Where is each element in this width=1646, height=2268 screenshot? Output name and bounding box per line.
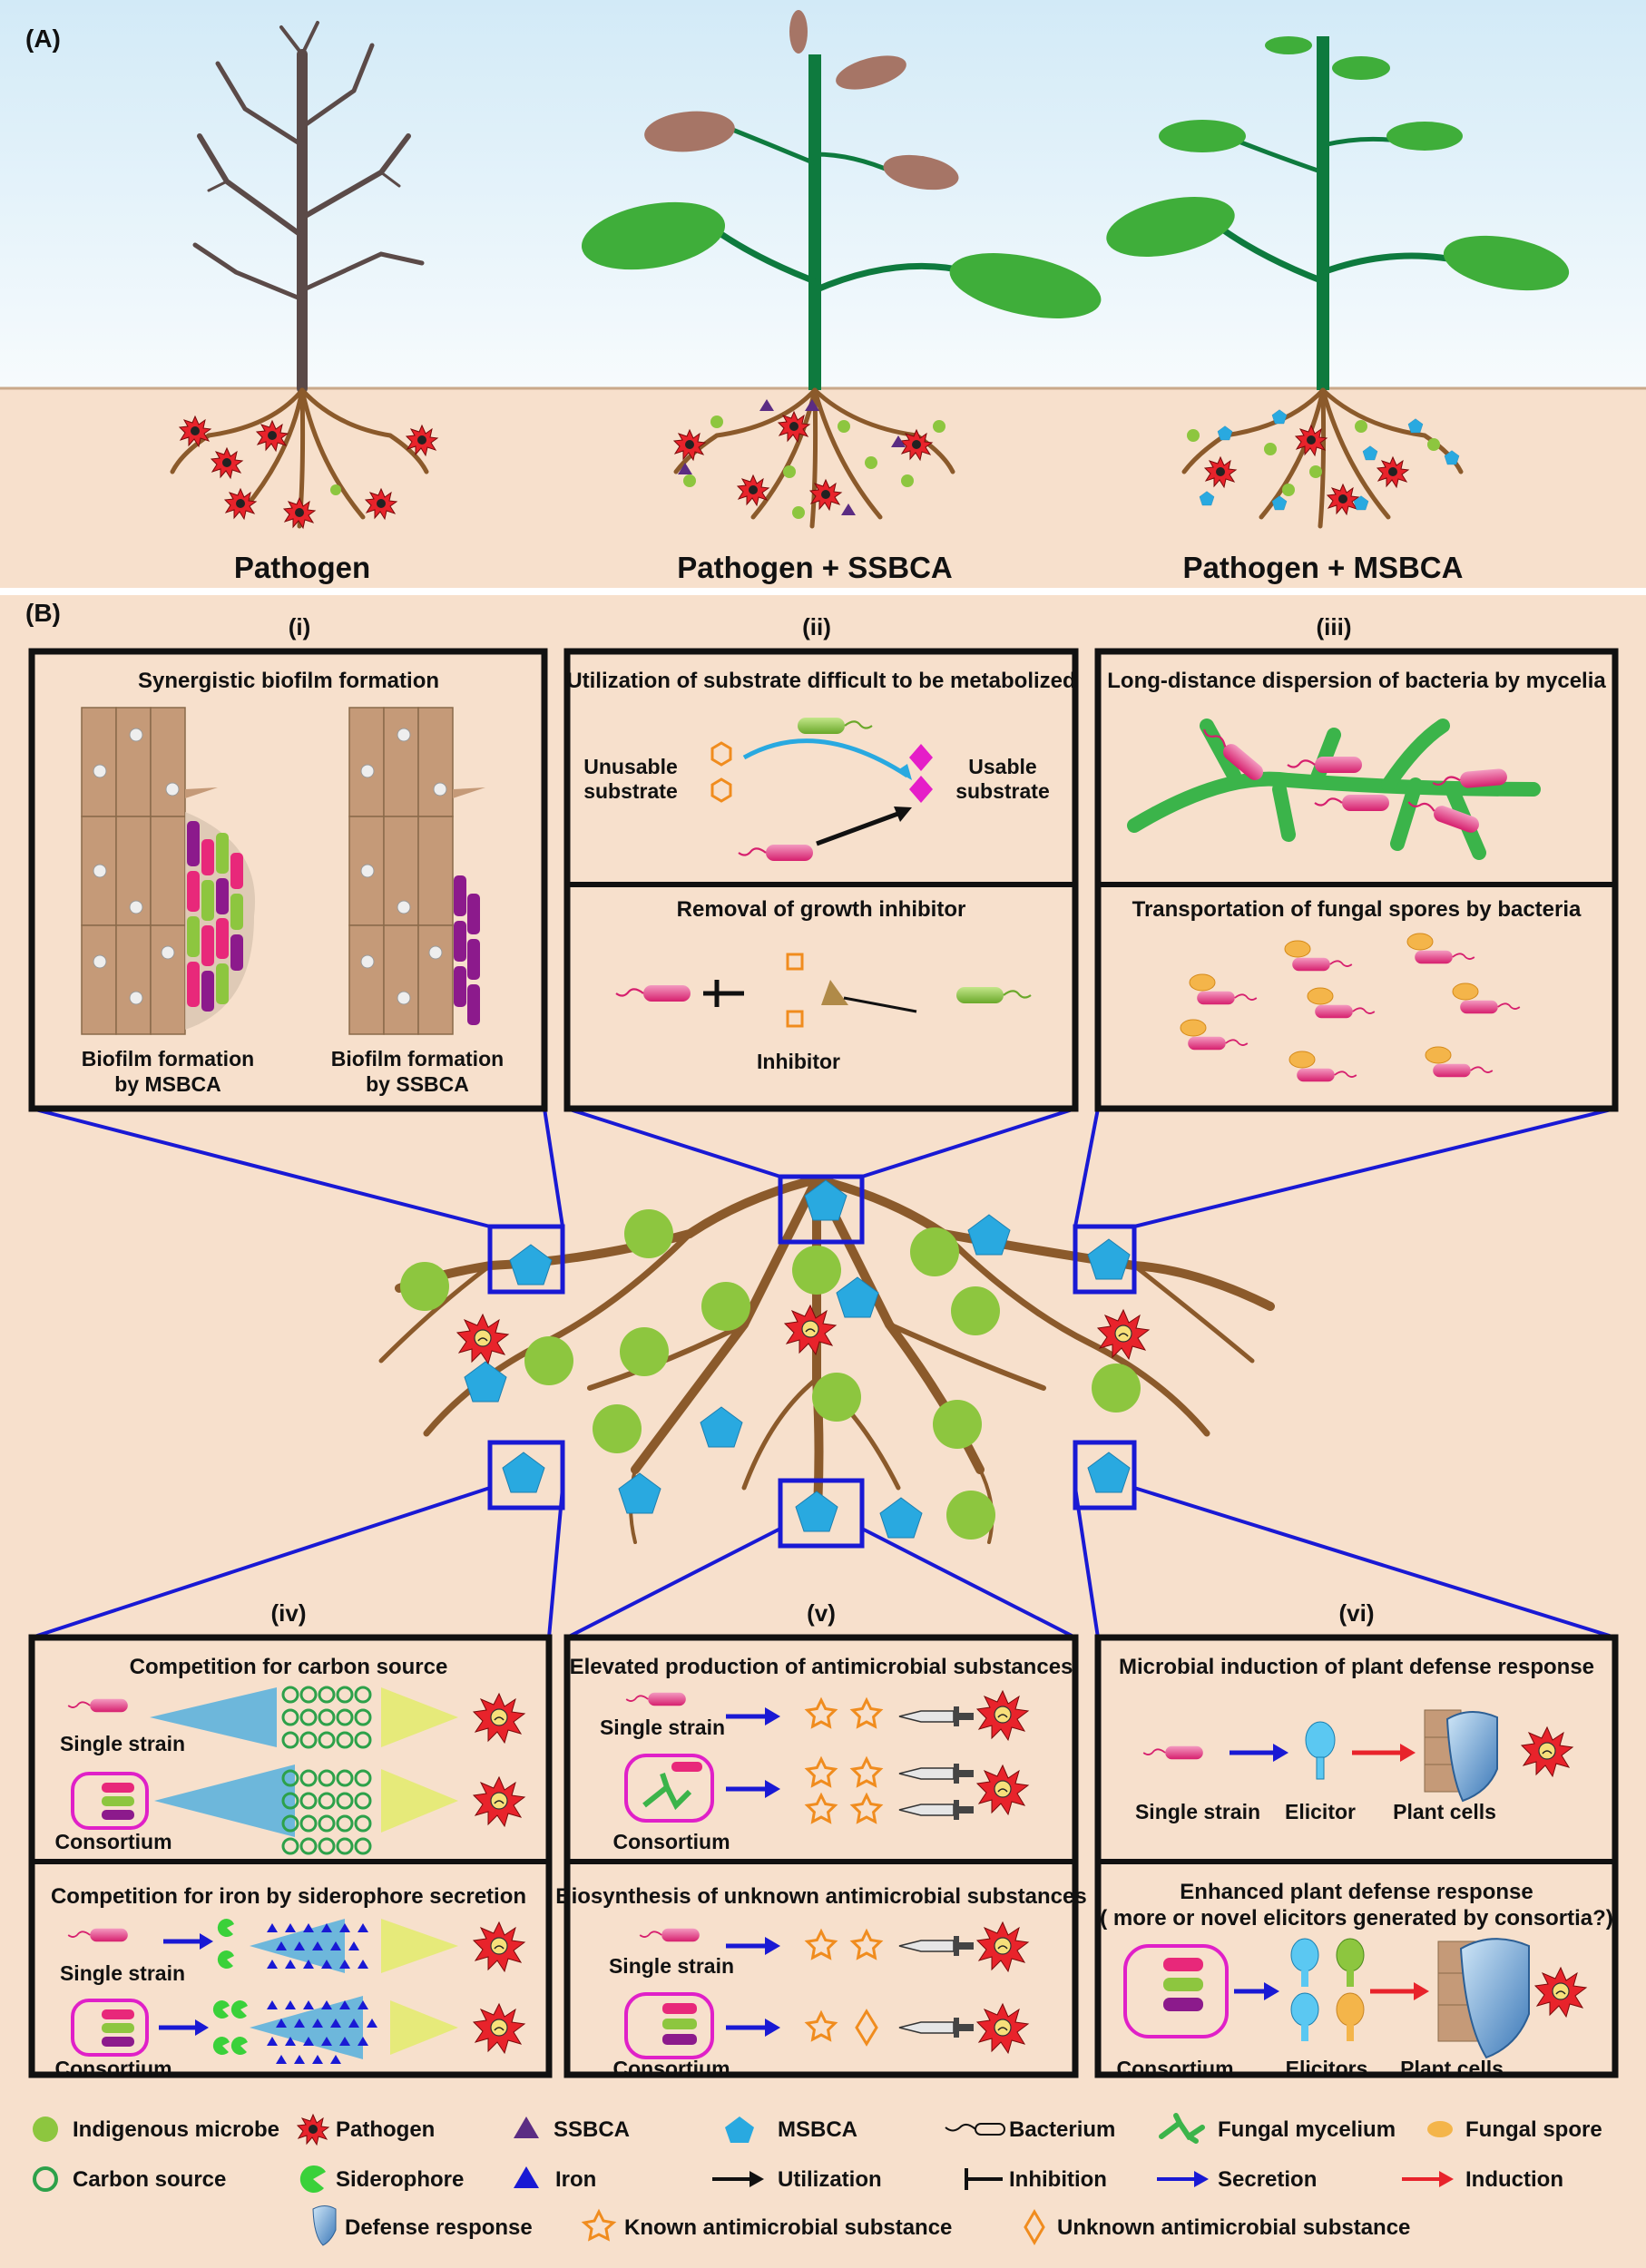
subpanel-iv: Competition for carbon source Single str…: [28, 1634, 553, 2080]
microbes-a: [179, 399, 1460, 529]
label-consortium-induction: Consortium: [1116, 2057, 1233, 2080]
msbca-icon: [725, 2116, 754, 2143]
label-elicitors: Elicitors: [1286, 2057, 1368, 2080]
legend-label: Fungal mycelium: [1218, 2117, 1396, 2142]
indigenous-microbe-icon: [33, 2116, 58, 2142]
panel-b-label: (B): [25, 599, 61, 627]
connector-lines: [31, 1107, 1616, 1639]
label-unusable-1: Unusable: [583, 755, 678, 778]
label-elicitor: Elicitor: [1285, 1800, 1356, 1823]
subpanel-ii: Utilization of substrate difficult to be…: [563, 648, 1079, 1112]
title-carbon: Competition for carbon source: [130, 1655, 448, 1679]
caption-msbca-biofilm-2: by MSBCA: [114, 1072, 221, 1096]
title-spore-transport: Transportation of fungal spores by bacte…: [1132, 897, 1582, 922]
ssbca-plant: [581, 10, 1102, 390]
legend-label: Secretion: [1218, 2167, 1317, 2192]
label-single-strain-induction: Single strain: [1135, 1800, 1260, 1823]
subpanel-i: Synergistic biofilm formation: [28, 648, 548, 1112]
legend-label: Carbon source: [73, 2167, 226, 2192]
legend-label: MSBCA: [778, 2117, 857, 2142]
legend-label: Indigenous microbe: [73, 2117, 279, 2142]
siderophore-icon: [299, 2165, 326, 2193]
central-microbes: [400, 1179, 1150, 1540]
caption-ssbca-biofilm-2: by SSBCA: [366, 1072, 469, 1096]
title-biofilm: Synergistic biofilm formation: [138, 669, 439, 693]
numeral-ii: (ii): [802, 613, 831, 640]
numeral-iii: (iii): [1317, 613, 1352, 640]
subpanel-iii: Long-distance dispersion of bacteria by …: [1094, 648, 1619, 1112]
label-consortium-carbon: Consortium: [54, 1830, 171, 1853]
legend-label: Defense response: [345, 2215, 533, 2240]
inhibition-icon: [965, 2168, 1003, 2190]
legend-label: Iron: [555, 2167, 596, 2192]
legend-label: Utilization: [778, 2167, 882, 2192]
label-inhibitor: Inhibitor: [757, 1050, 840, 1073]
legend-label: Pathogen: [336, 2117, 435, 2142]
label-single-strain-carbon: Single strain: [60, 1732, 185, 1755]
panel-a-label: (A): [25, 24, 61, 53]
label-usable-2: substrate: [955, 779, 1050, 803]
title-substrate: Utilization of substrate difficult to be…: [566, 669, 1075, 693]
title-inhibitor-removal: Removal of growth inhibitor: [677, 897, 966, 922]
label-consortium-elevated: Consortium: [612, 1830, 730, 1853]
caption-pathogen-ssbca: Pathogen + SSBCA: [677, 551, 952, 584]
legend-label: SSBCA: [554, 2117, 630, 2142]
title-unknown-biosynthesis: Biosynthesis of unknown antimicrobial su…: [555, 1884, 1086, 1909]
dead-plant: [192, 21, 425, 394]
msbca-plant: [1106, 36, 1570, 390]
legend-label: Induction: [1465, 2167, 1563, 2192]
label-single-strain-elevated: Single strain: [600, 1716, 725, 1739]
title-iron: Competition for iron by siderophore secr…: [51, 1884, 526, 1909]
numeral-vi: (vi): [1339, 1599, 1375, 1627]
numeral-iv: (iv): [271, 1599, 307, 1627]
numeral-i: (i): [289, 613, 311, 640]
fungal-spore-icon: [1427, 2121, 1453, 2137]
label-single-strain-iron: Single strain: [60, 1961, 185, 1985]
label-unusable-2: substrate: [583, 779, 678, 803]
legend: Indigenous microbe Pathogen SSBCA MSBCA …: [33, 2113, 1602, 2246]
zoom-boxes: [487, 1174, 1137, 1549]
induction-arrow-icon: [1402, 2171, 1454, 2187]
title-enhanced-1: Enhanced plant defense response: [1180, 1880, 1533, 1904]
legend-label: Fungal spore: [1465, 2117, 1602, 2142]
legend-label: Known antimicrobial substance: [624, 2215, 952, 2240]
fungal-mycelium-icon: [1159, 2113, 1205, 2144]
pathogen-icon: [297, 2114, 329, 2146]
legend-label: Unknown antimicrobial substance: [1057, 2215, 1410, 2240]
numeral-v: (v): [807, 1599, 836, 1627]
secretion-arrow-icon: [1157, 2171, 1209, 2187]
label-consortium-unknown: Consortium: [612, 2057, 730, 2080]
legend-label: Bacterium: [1009, 2117, 1115, 2142]
title-elevated: Elevated production of antimicrobial sub…: [570, 1655, 1073, 1679]
legend-label: Siderophore: [336, 2167, 464, 2192]
defense-response-icon: [312, 2205, 337, 2246]
unknown-antimicrobial-icon: [1024, 2209, 1045, 2245]
label-single-strain-unknown: Single strain: [609, 1954, 734, 1978]
label-consortium-iron: Consortium: [54, 2057, 171, 2080]
caption-msbca-biofilm-1: Biofilm formation: [82, 1047, 254, 1070]
subpanel-vi: Microbial induction of plant defense res…: [1094, 1634, 1619, 2080]
carbon-source-icon: [33, 2166, 58, 2192]
utilization-arrow-icon: [712, 2171, 764, 2187]
known-antimicrobial-icon: [581, 2208, 617, 2242]
subpanel-v: Elevated production of antimicrobial sub…: [555, 1634, 1087, 2080]
caption-ssbca-biofilm-1: Biofilm formation: [331, 1047, 504, 1070]
bacterium-icon: [945, 2123, 1005, 2136]
title-dispersion: Long-distance dispersion of bacteria by …: [1107, 669, 1606, 693]
title-enhanced-2: ( more or novel elicitors generated by c…: [1100, 1906, 1612, 1931]
label-plant-cells-2: Plant cells: [1400, 2057, 1504, 2080]
legend-label: Inhibition: [1009, 2167, 1107, 2192]
label-usable-1: Usable: [968, 755, 1036, 778]
caption-pathogen: Pathogen: [234, 551, 370, 584]
label-plant-cells-1: Plant cells: [1393, 1800, 1496, 1823]
caption-pathogen-msbca: Pathogen + MSBCA: [1183, 551, 1464, 584]
iron-icon: [514, 2166, 539, 2188]
title-induction: Microbial induction of plant defense res…: [1119, 1655, 1594, 1679]
ssbca-icon: [514, 2116, 539, 2138]
